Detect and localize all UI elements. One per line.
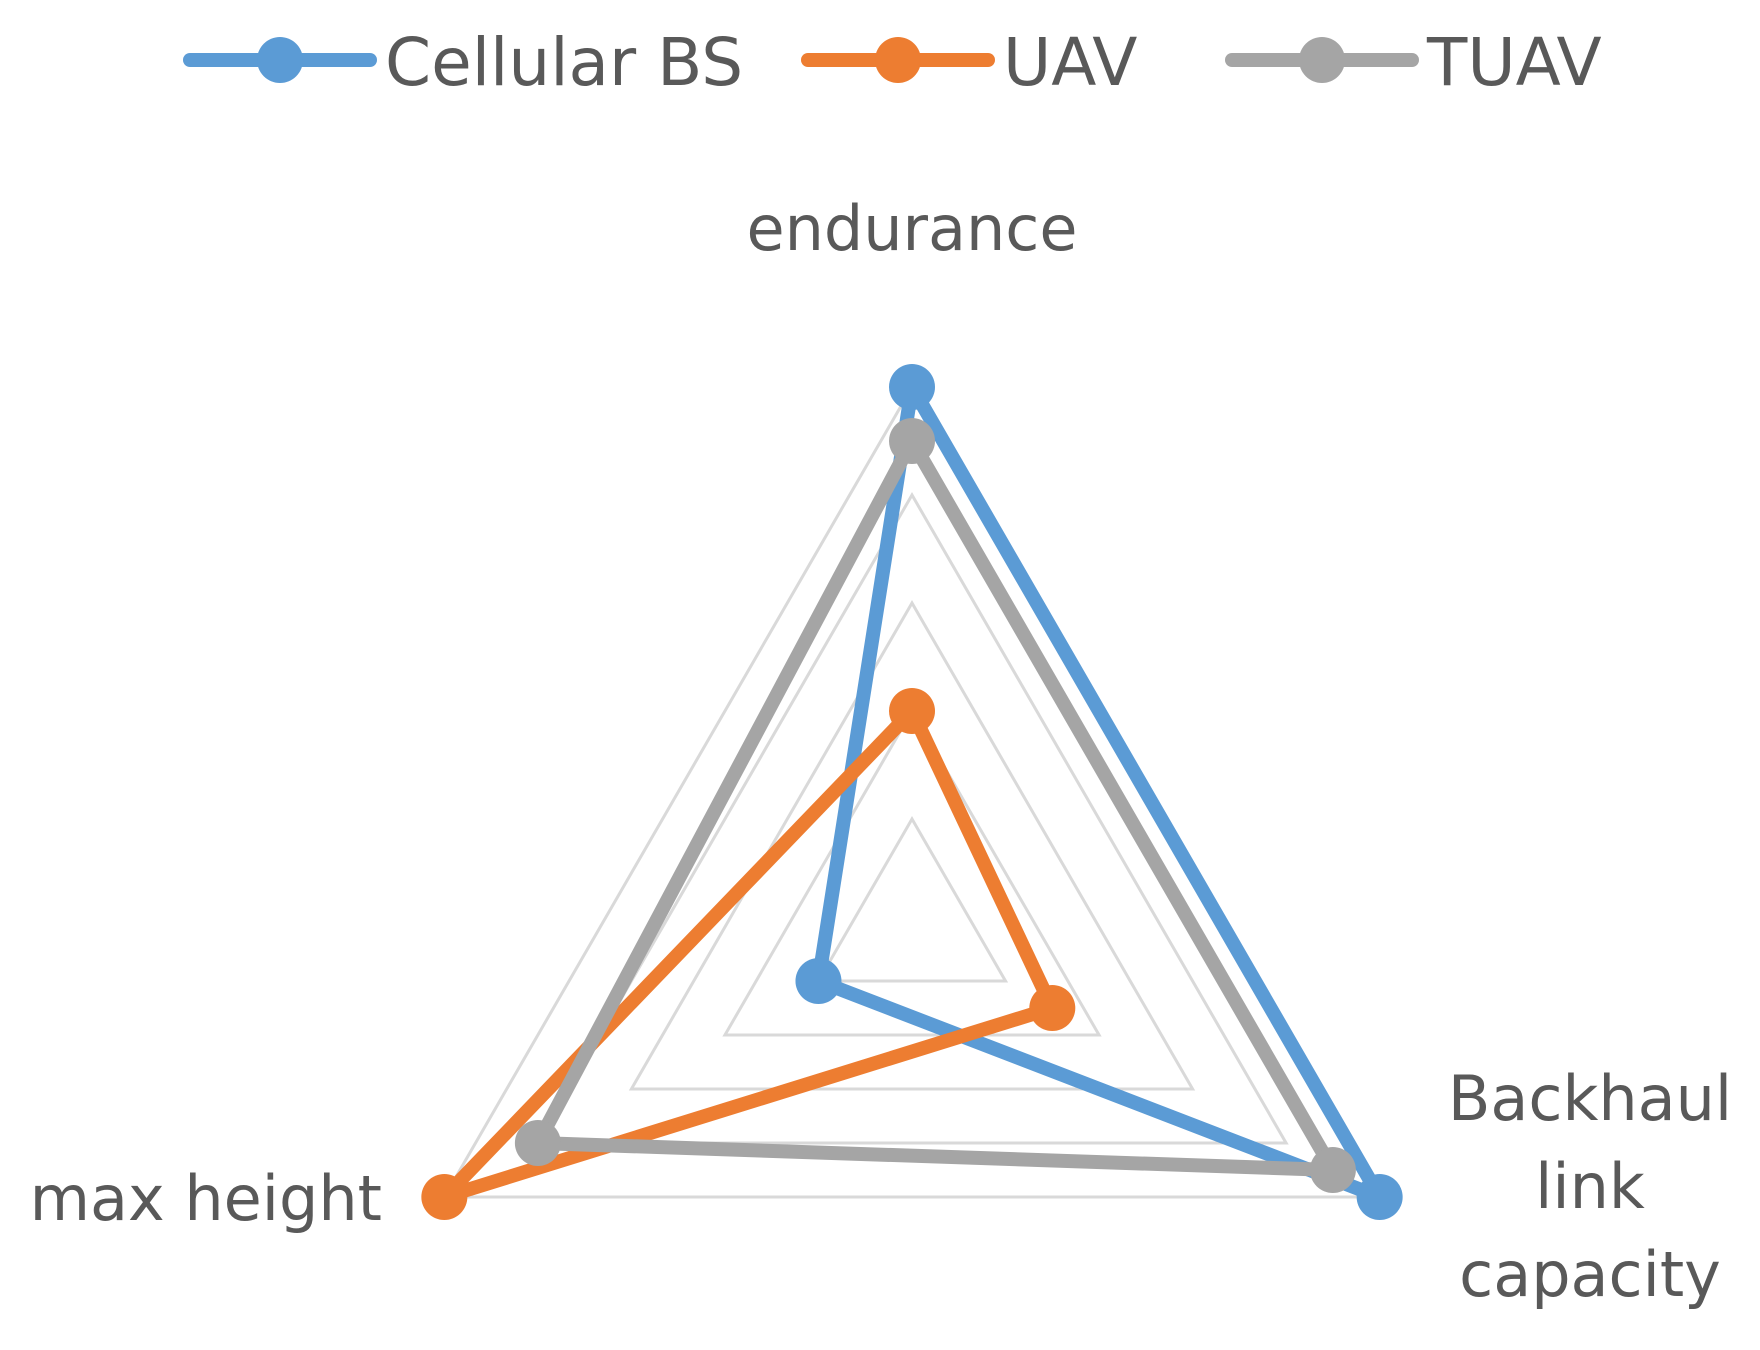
- grid-ring-3: [628, 600, 1196, 1091]
- data-point-cellular-bs-3: [795, 958, 842, 1004]
- series-line-tuav: [530, 434, 1340, 1177]
- grid-ring-5: [441, 383, 1383, 1199]
- legend-label-cellular-bs: Cellular BS: [385, 24, 743, 101]
- legend-label-tuav: TUAV: [1426, 24, 1602, 101]
- data-point-tuav-2: [1309, 1147, 1356, 1193]
- data-point-cellular-bs-2: [1356, 1174, 1403, 1220]
- legend: Cellular BS UAV TUAV: [183, 24, 1602, 101]
- grid-ring-1: [815, 816, 1009, 983]
- legend-swatch-marker-tuav: [1299, 37, 1345, 83]
- series-line-uav: [437, 704, 1060, 1204]
- data-point-uav-2: [1029, 985, 1076, 1031]
- grid-layer: [441, 383, 1383, 1199]
- series-line-cellular-bs: [811, 380, 1387, 1204]
- data-point-uav-1: [889, 688, 935, 734]
- data-point-tuav-3: [514, 1120, 561, 1166]
- grid-ring-2: [722, 708, 1102, 1037]
- series-layer: [421, 364, 1403, 1220]
- data-point-cellular-bs-1: [889, 364, 935, 410]
- legend-swatch-marker-cellular-bs: [257, 37, 303, 83]
- legend-swatch-marker-uav: [875, 37, 921, 83]
- axis-label-3: max height: [30, 1162, 382, 1235]
- data-point-tuav-1: [889, 418, 935, 464]
- data-point-uav-3: [421, 1174, 468, 1220]
- axis-label-1: endurance: [746, 192, 1077, 265]
- grid-ring-4: [535, 491, 1289, 1145]
- legend-label-uav: UAV: [1003, 24, 1137, 101]
